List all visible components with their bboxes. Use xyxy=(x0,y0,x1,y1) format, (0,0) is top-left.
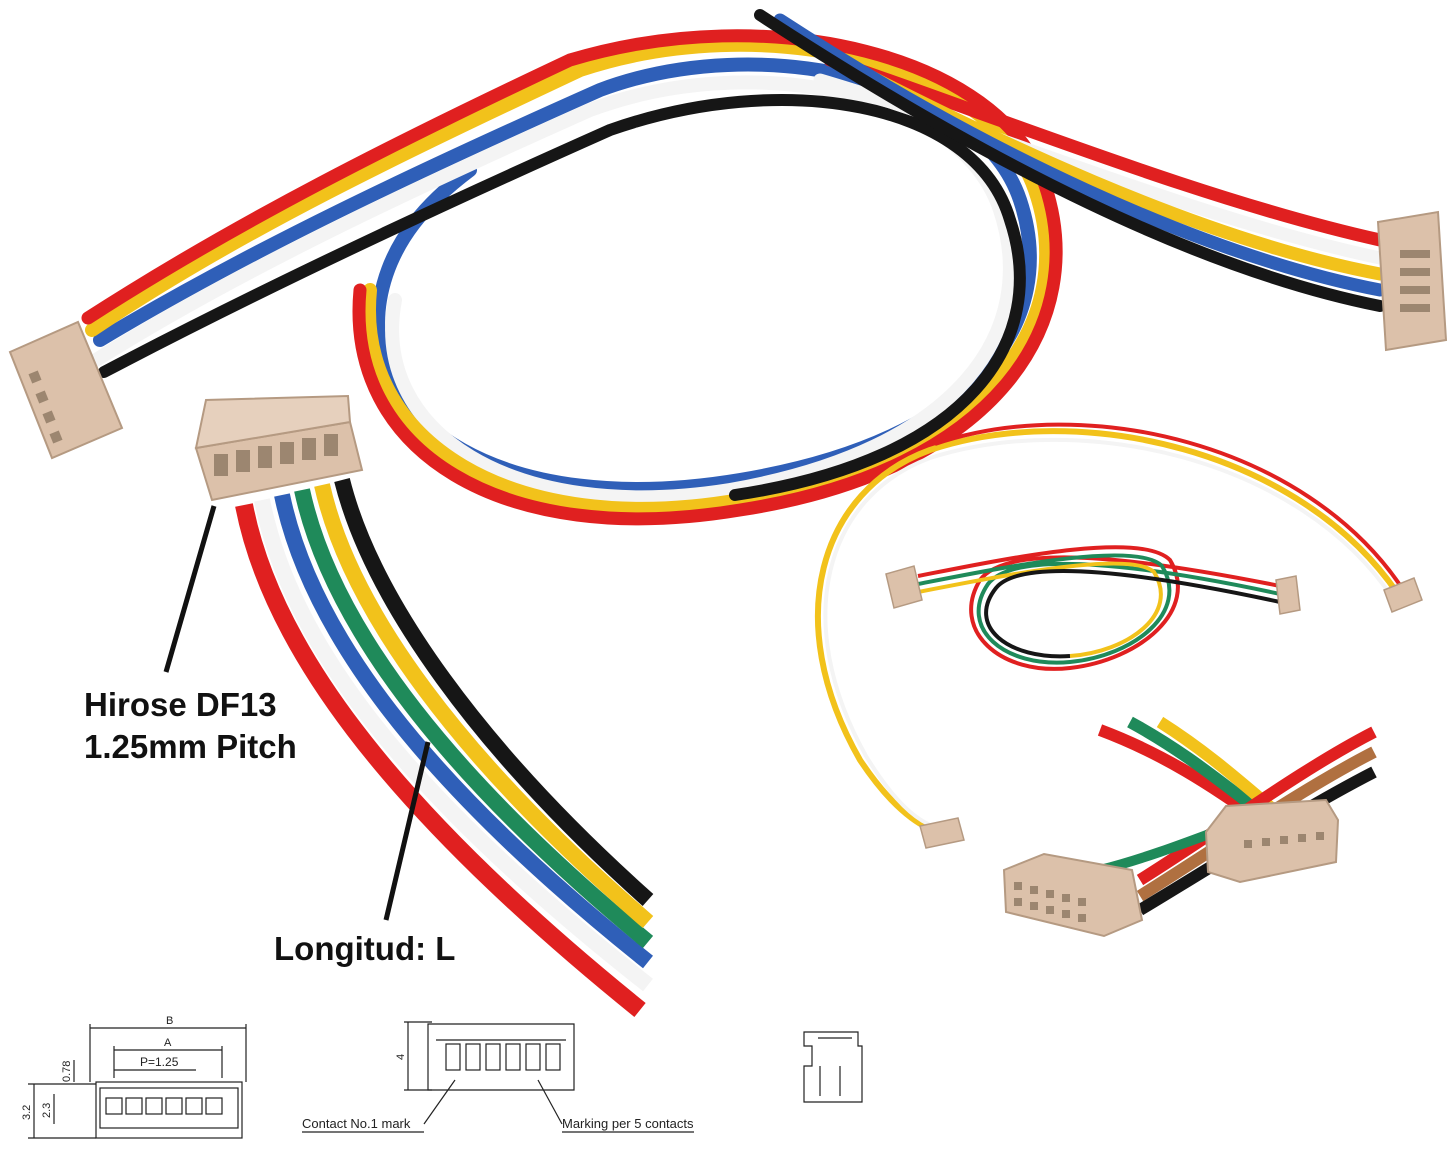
drawing-front-view xyxy=(28,1024,247,1139)
small-cable-short xyxy=(917,545,1281,671)
small-connector-short-left xyxy=(885,565,923,609)
small-connector-short-right xyxy=(1275,575,1301,615)
receptacle-closeup xyxy=(1002,716,1377,938)
dim-label-32: 3.2 xyxy=(21,1105,33,1120)
right-connector-housing xyxy=(1376,210,1448,352)
marking-per-5-contacts-label: Marking per 5 contacts xyxy=(562,1116,694,1131)
small-connector-right xyxy=(1383,577,1423,613)
small-connector-bottom xyxy=(919,817,965,849)
large-cable-assembly xyxy=(81,9,1387,526)
closeup-cable xyxy=(235,478,654,1018)
closeup-connector-housing xyxy=(194,394,364,502)
dim-label-23: 2.3 xyxy=(41,1103,53,1118)
connector-type-label-line2: 1.25mm Pitch xyxy=(84,728,297,765)
left-connector-housing xyxy=(8,320,124,460)
length-pointer-line xyxy=(383,741,431,921)
drawing-top-view xyxy=(302,1021,694,1133)
dim-label-b: B xyxy=(166,1015,173,1027)
small-cable-long xyxy=(815,422,1404,835)
length-label: Longitud: L xyxy=(274,930,456,967)
dim-label-pitch: P=1.25 xyxy=(140,1055,179,1069)
contact-no1-mark-label: Contact No.1 mark xyxy=(302,1116,411,1131)
dim-label-4: 4 xyxy=(395,1054,407,1060)
connector-pointer-line xyxy=(163,505,217,673)
connector-type-label-line1: Hirose DF13 xyxy=(84,686,277,723)
drawing-side-view xyxy=(803,1031,863,1103)
connector-type-label: Hirose DF13 1.25mm Pitch xyxy=(84,684,297,768)
dim-label-078: 0.78 xyxy=(61,1061,73,1082)
dim-label-a: A xyxy=(164,1037,172,1049)
